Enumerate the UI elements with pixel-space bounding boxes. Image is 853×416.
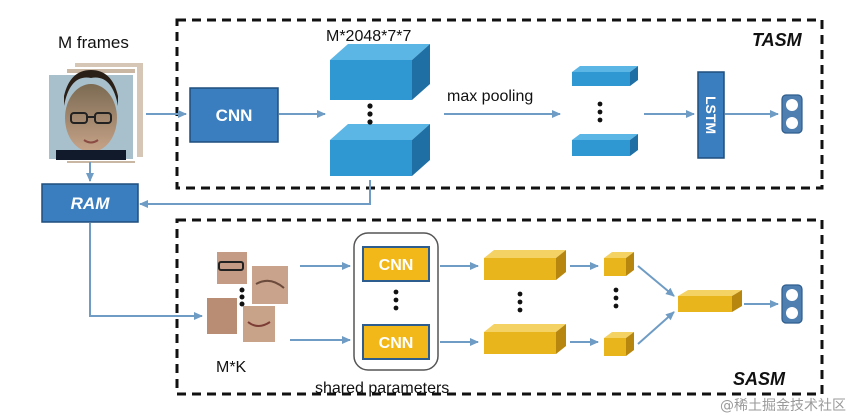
- cnn-yellow-top: CNN: [362, 246, 430, 282]
- arrow-merge-bottom: [637, 311, 675, 345]
- m-k-label: M*K: [216, 359, 247, 376]
- gold-cuboid-bottom: [484, 324, 566, 354]
- cnn-yellow-bottom: CNN: [362, 324, 430, 360]
- sasm-title: SASM: [733, 369, 786, 389]
- output-top: [781, 94, 803, 134]
- cnn-yellow-bottom-label: CNN: [379, 335, 414, 352]
- sasm-border: [175, 218, 824, 396]
- cnn-yellow-top-label: CNN: [379, 257, 414, 274]
- tasm-title: TASM: [752, 30, 803, 50]
- pooled-cuboid-bottom: [572, 134, 638, 156]
- gold-small-bottom: [604, 332, 634, 356]
- m-frames-label: M frames: [58, 33, 129, 52]
- pooled-dots: [597, 101, 603, 123]
- max-pooling-label: max pooling: [447, 88, 533, 105]
- tasm-border: [175, 18, 824, 190]
- gold-cuboid-top: [484, 250, 566, 280]
- face-frames: [47, 61, 145, 165]
- arrow-features-to-ram: [139, 180, 371, 208]
- lstm-box: LSTM: [697, 71, 725, 159]
- ram-box: RAM: [41, 183, 139, 223]
- gold-small-dots: [613, 287, 619, 309]
- feature-dim-label: M*2048*7*7: [326, 28, 412, 45]
- arrow-ram-to-patches: [89, 223, 203, 320]
- ram-label: RAM: [71, 194, 111, 213]
- shared-cnn-group: [353, 232, 439, 371]
- shared-parameters-label: shared parameters: [315, 380, 449, 397]
- feature-cuboid-top: [330, 44, 430, 100]
- cnn-dots: [393, 289, 399, 311]
- patch-dots: [239, 287, 245, 307]
- output-bottom: [781, 284, 803, 324]
- lstm-label: LSTM: [703, 96, 719, 134]
- gold-small-top: [604, 252, 634, 276]
- watermark: @稀土掘金技术社区: [720, 398, 846, 414]
- gold-cuboid-dots: [517, 291, 523, 313]
- cnn-top-label: CNN: [216, 106, 253, 125]
- feature-dots: [367, 103, 373, 125]
- feature-cuboid-bottom: [330, 124, 430, 176]
- arrow-merge-top: [637, 265, 675, 297]
- cnn-top-box: CNN: [189, 87, 279, 143]
- face-patches: [207, 252, 288, 342]
- gold-merged-cuboid: [678, 290, 742, 312]
- pooled-cuboid-top: [572, 66, 638, 86]
